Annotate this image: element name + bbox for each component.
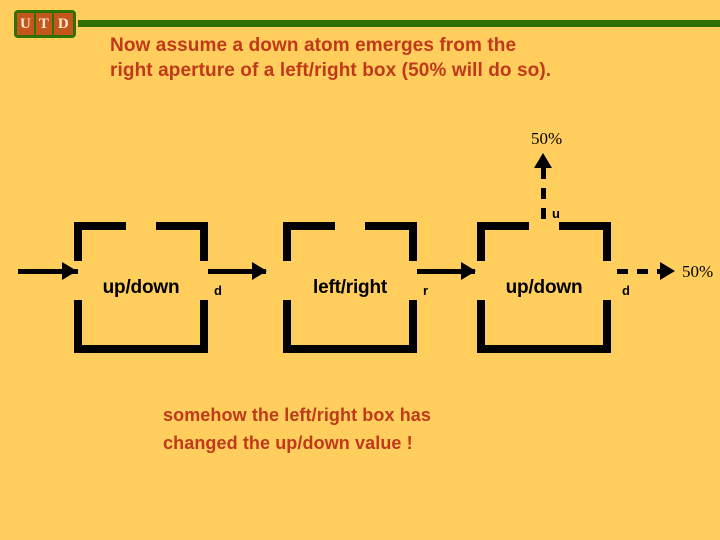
box1-bottom-right-seg xyxy=(141,345,208,353)
box-updown-1: up/down xyxy=(74,222,208,353)
box3-bottom-right-seg xyxy=(544,345,611,353)
utd-logo-letter-d: D xyxy=(53,13,73,35)
caption-line-1: somehow the left/right box has xyxy=(163,405,432,425)
edge-box3-up-label: u xyxy=(552,206,560,221)
box2-bottom-left-seg xyxy=(283,345,350,353)
box3-right-upper-seg xyxy=(603,222,611,261)
box3-left-lower-seg xyxy=(477,300,485,353)
box-leftright-label: left/right xyxy=(313,276,387,298)
box2-left-upper-seg xyxy=(283,222,291,261)
box3-top-right-seg xyxy=(559,222,611,230)
box3-bottom-left-seg xyxy=(477,345,544,353)
box1-left-lower-seg xyxy=(74,300,82,353)
utd-logo-letter-u: U xyxy=(17,13,34,35)
box1-left-upper-seg xyxy=(74,222,82,261)
edge-box3-up-arrowhead xyxy=(534,153,552,168)
box3-left-upper-seg xyxy=(477,222,485,261)
box2-bottom-right-seg xyxy=(350,345,417,353)
headline-text: Now assume a down atom emerges from the … xyxy=(110,33,690,83)
headline-line-2: right aperture of a left/right box (50% … xyxy=(110,60,552,81)
utd-logo-letter-t: T xyxy=(35,13,52,35)
edge-box1-box2-arrowhead xyxy=(252,262,267,280)
box1-right-lower-seg xyxy=(200,300,208,353)
edge-box2-box3-arrowhead xyxy=(461,262,476,280)
utd-logo: U T D xyxy=(14,10,76,38)
edge-box1-box2-line xyxy=(208,269,266,274)
box1-top-left-seg xyxy=(74,222,126,230)
box2-top-right-seg xyxy=(365,222,417,230)
box2-right-upper-seg xyxy=(409,222,417,261)
header-rule xyxy=(78,20,720,27)
caption-text: somehow the left/right box has changed t… xyxy=(163,401,623,457)
edge-box2-box3-line xyxy=(417,269,475,274)
edge-in-line xyxy=(18,269,78,274)
edge-box3-out-label: d xyxy=(622,283,630,298)
box1-top-right-seg xyxy=(156,222,208,230)
edge-box3-out-arrowhead xyxy=(660,262,675,280)
outcome-up-percent: 50% xyxy=(531,129,563,148)
box2-right-lower-seg xyxy=(409,300,417,353)
box3-top-left-seg xyxy=(477,222,529,230)
box2-left-lower-seg xyxy=(283,300,291,353)
box-leftright: left/right xyxy=(283,222,417,353)
box-updown-2-label: up/down xyxy=(505,276,583,298)
edge-box3-up-line xyxy=(541,168,546,225)
box2-top-left-seg xyxy=(283,222,335,230)
box1-bottom-left-seg xyxy=(74,345,141,353)
headline-line-1: Now assume a down atom emerges from the xyxy=(110,35,517,56)
edge-box1-box2-label: d xyxy=(214,283,222,298)
outcome-right-percent: 50% xyxy=(682,262,714,281)
box1-right-upper-seg xyxy=(200,222,208,261)
box-updown-1-label: up/down xyxy=(102,276,180,298)
box3-right-lower-seg xyxy=(603,300,611,353)
header-band: U T D xyxy=(0,0,720,44)
edge-box3-out-line xyxy=(617,269,669,274)
box-updown-2: up/down xyxy=(477,222,611,353)
quantum-box-diagram: up/down d left/right r up/down u 50% d xyxy=(0,110,720,380)
caption-line-2: changed the up/down value ! xyxy=(163,433,413,453)
edge-box2-box3-label: r xyxy=(423,283,429,298)
edge-in-arrowhead xyxy=(62,262,77,280)
